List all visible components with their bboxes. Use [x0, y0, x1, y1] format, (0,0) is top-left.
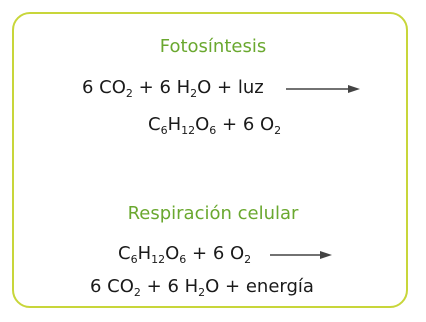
right-arrow-icon	[286, 83, 360, 95]
respiration-reactants: C6H12O6 + 6 O2	[118, 243, 252, 266]
photosynthesis-title: Fotosíntesis	[159, 36, 267, 57]
respiration-title: Respiración celular	[127, 203, 299, 224]
right-arrow-icon	[270, 249, 332, 261]
photosynthesis-reactants: 6 CO2 + 6 H2O + luz	[82, 77, 264, 100]
equations-card	[12, 12, 408, 308]
photosynthesis-products: C6H12O6 + 6 O2	[148, 114, 282, 137]
respiration-products: 6 CO2 + 6 H2O + energía	[90, 276, 314, 299]
